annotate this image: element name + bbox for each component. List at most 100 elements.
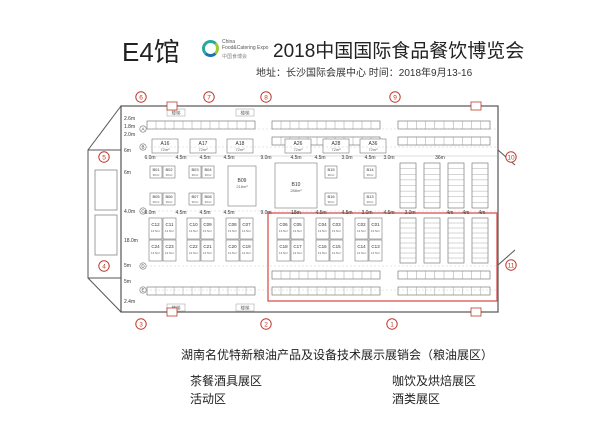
door-marker-3 xyxy=(135,318,147,330)
exhibition-info: 地址：长沙国际会展中心 时间：2018年9月13-16 xyxy=(256,68,473,79)
left-dimension: 6m xyxy=(124,148,131,154)
booth-C16 xyxy=(315,239,330,262)
horizontal-dimension: 36m xyxy=(435,155,445,161)
booth-C13 xyxy=(368,239,383,262)
booth-area-B10: 288m² xyxy=(290,188,302,193)
booth-label-A36: A36 xyxy=(369,141,378,147)
door-number-7: 7 xyxy=(207,94,211,101)
booth-area-B08: 36m² xyxy=(205,200,212,204)
booth-label-C03: C03 xyxy=(332,222,341,227)
legend-tea-zone: 茶餐酒具展区 xyxy=(190,374,263,388)
booth-label-A17: A17 xyxy=(199,141,208,147)
booth-label-C09: C09 xyxy=(203,222,212,227)
booth-area-C12: 13.5m² xyxy=(151,229,160,233)
horizontal-dimension: 18m xyxy=(291,210,301,216)
door-marker-1 xyxy=(386,318,398,330)
door-number-1: 1 xyxy=(390,321,394,328)
booth-area-B14: 36m² xyxy=(367,173,374,177)
right-c-block xyxy=(471,217,489,264)
booth-label-B15: B15 xyxy=(327,167,335,172)
expo-logo: China Food&Catering Expo 中国食博会 xyxy=(202,38,268,62)
door-number-5: 5 xyxy=(102,154,106,161)
booth-C20 xyxy=(225,239,240,262)
booth-area-C01: 13.5m² xyxy=(371,229,380,233)
booth-area-A28: 72m² xyxy=(331,147,341,152)
booth-label-C18: C18 xyxy=(279,244,288,249)
row-label-B: B xyxy=(141,145,144,150)
horizontal-dimension: 4m xyxy=(463,210,470,216)
booth-C08 xyxy=(225,217,240,240)
door-marker-5 xyxy=(98,151,110,163)
left-dimension: 2.6m xyxy=(124,116,135,122)
booth-label-C11: C11 xyxy=(166,222,174,227)
horizontal-dimension: 4m xyxy=(479,210,486,216)
left-annex xyxy=(87,149,122,279)
booth-label-C15: C15 xyxy=(332,244,341,249)
legend-activity-zone: 活动区 xyxy=(190,392,227,406)
booth-label-B01: B01 xyxy=(152,167,160,172)
logo-sub: 中国食博会 xyxy=(222,54,248,60)
booth-area-B01: 36m² xyxy=(153,173,160,177)
booth-label-C02: C02 xyxy=(357,222,366,227)
booth-label-C07: C07 xyxy=(242,222,251,227)
right-wall xyxy=(497,249,516,266)
door-number-2: 2 xyxy=(264,321,268,328)
booth-A17 xyxy=(189,138,217,154)
horizontal-dimension-lower: 3.0m xyxy=(361,210,372,216)
booth-label-B08: B08 xyxy=(204,194,212,199)
row-label-D: D xyxy=(141,264,145,269)
booth-label-C13: C13 xyxy=(371,244,380,249)
booth-C24 xyxy=(148,239,163,262)
door-number-6: 6 xyxy=(139,94,143,101)
booth-B10 xyxy=(274,162,318,209)
row-label-C: C xyxy=(141,209,145,214)
legend-wine-zone: 酒类展区 xyxy=(392,392,441,406)
booth-label-C22: C22 xyxy=(189,244,198,249)
booth-A16 xyxy=(151,138,179,154)
booth-C23 xyxy=(162,239,177,262)
booth-area-A16: 72m² xyxy=(160,147,170,152)
booth-area-B02: 36m² xyxy=(166,173,173,177)
booth-B14 xyxy=(363,165,377,179)
door-number-3: 3 xyxy=(139,321,143,328)
booth-area-C04: 13.5m² xyxy=(318,229,327,233)
booth-label-B02: B02 xyxy=(165,167,173,172)
booth-B07 xyxy=(188,192,202,206)
horizontal-dimension: 4m xyxy=(447,210,454,216)
booth-C11 xyxy=(162,217,177,240)
booth-area-C08: 13.5m² xyxy=(228,229,237,233)
booth-label-A28: A28 xyxy=(332,141,341,147)
booth-B05 xyxy=(149,192,163,206)
legend-coffee-zone: 咖饮及烘焙展区 xyxy=(392,374,477,388)
booth-area-C18: 13.5m² xyxy=(279,251,288,255)
booth-C03 xyxy=(329,217,344,240)
horizontal-dimension: 4.5m xyxy=(364,155,375,161)
stairs-label: 楼梯 xyxy=(172,110,181,117)
booth-area-C19: 13.5m² xyxy=(242,251,251,255)
horizontal-dimension: 6.0m xyxy=(144,155,155,161)
booth-C15 xyxy=(329,239,344,262)
booth-area-C21: 13.5m² xyxy=(203,251,212,255)
horizontal-dimension-lower: 4.5m xyxy=(341,210,352,216)
booth-area-C14: 13.5m² xyxy=(357,251,366,255)
booth-area-C23: 13.5m² xyxy=(165,251,174,255)
booth-area-C11: 13.5m² xyxy=(165,229,174,233)
left-wall-bottom xyxy=(87,277,122,313)
booth-C09 xyxy=(200,217,215,240)
booth-area-B13: 36m² xyxy=(367,200,374,204)
left-dimension: 5m xyxy=(124,263,131,269)
horizontal-dimension-lower: 4.5m xyxy=(199,210,210,216)
booth-C14 xyxy=(354,239,369,262)
booth-area-C06: 13.5m² xyxy=(279,229,288,233)
booth-label-C19: C19 xyxy=(242,244,251,249)
booth-C02 xyxy=(354,217,369,240)
booth-area-B06: 36m² xyxy=(166,200,173,204)
legend-oil-zone: 湖南名优特新粮油产品及设备技术展示展销会（粮油展区） xyxy=(181,348,494,362)
booth-A26 xyxy=(284,138,312,154)
booth-label-B04: B04 xyxy=(204,167,212,172)
horizontal-dimension: 4.5m xyxy=(314,155,325,161)
door-marker-10 xyxy=(505,151,517,163)
booth-area-C17: 13.5m² xyxy=(293,251,302,255)
booth-label-B05: B05 xyxy=(152,194,160,199)
